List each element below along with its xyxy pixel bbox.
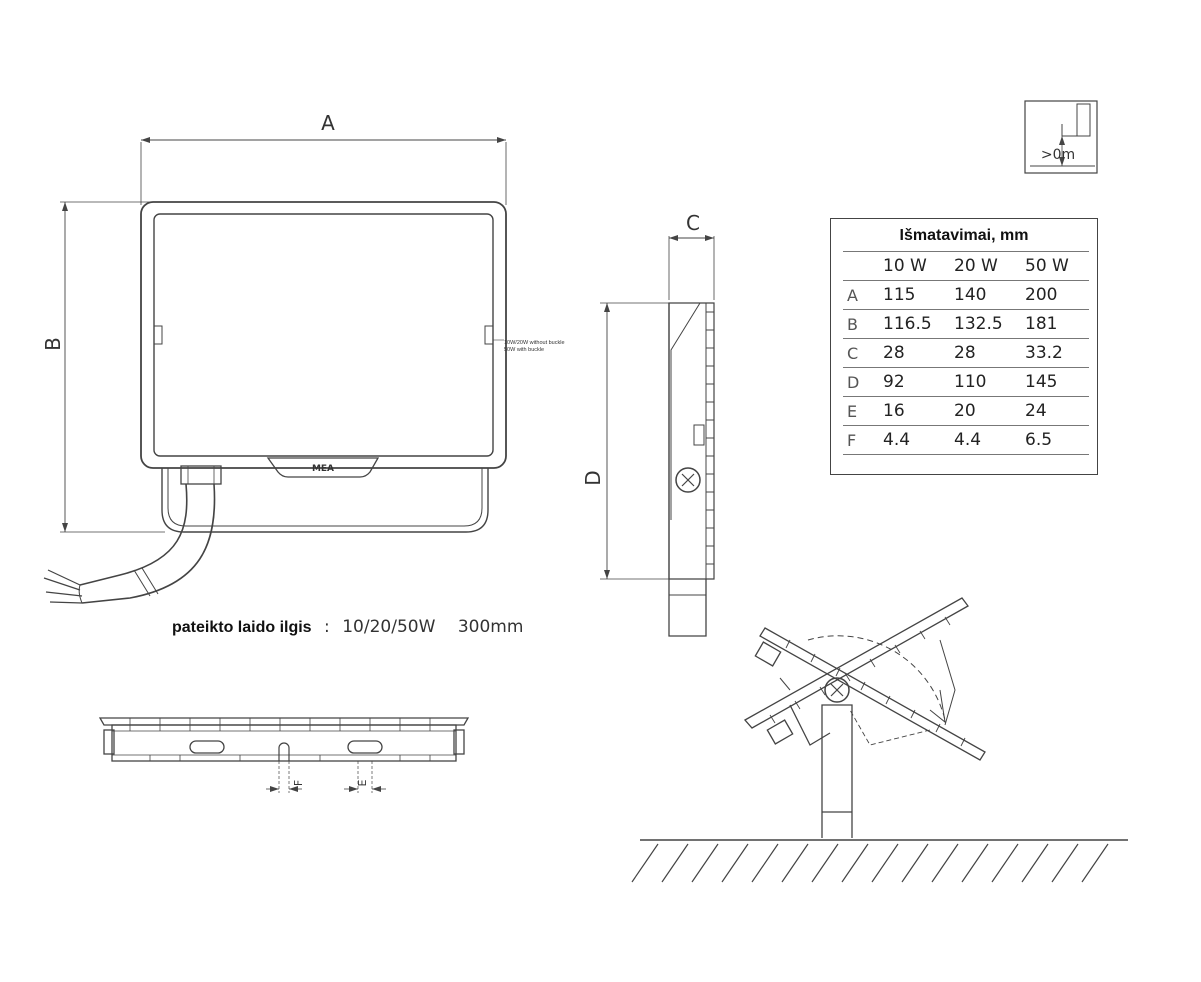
- table-cell: 24: [1025, 396, 1089, 426]
- table-row: D 92 110 145: [843, 367, 1089, 397]
- side-view: [600, 235, 715, 637]
- front-view: [43, 137, 507, 604]
- cable-length-value: 300mm: [457, 617, 524, 637]
- cable-length-watts: 10/20/50W: [342, 617, 436, 637]
- dimension-label-d: D: [581, 470, 605, 485]
- table-cell: 181: [1025, 309, 1089, 339]
- cable-length-note: pateikto laido ilgis : 10/20/50W 300mm: [172, 617, 523, 637]
- table-cell: 28: [954, 338, 1025, 368]
- table-cell: 92: [883, 367, 954, 397]
- mounting-height-icon: [1024, 100, 1098, 174]
- table-row: B 116.5 132.5 181: [843, 309, 1089, 339]
- table-header-blank: [843, 251, 883, 281]
- table-row-label: F: [843, 425, 883, 455]
- table-cell: 33.2: [1025, 338, 1089, 368]
- table-row-label: C: [843, 338, 883, 368]
- table-cell: 115: [883, 280, 954, 310]
- dimension-label-b: B: [41, 337, 65, 351]
- dimension-label-e: E: [356, 779, 369, 786]
- table-cell: 28: [883, 338, 954, 368]
- table-row: A 115 140 200: [843, 280, 1089, 310]
- table-cell: 4.4: [883, 425, 954, 455]
- table-row: F 4.4 4.4 6.5: [843, 425, 1089, 455]
- dimensions-table: Išmatavimai, mm 10 W 20 W 50 W A 115 140…: [830, 218, 1098, 475]
- cable-length-label: pateikto laido ilgis: [172, 619, 312, 636]
- table-cell: 200: [1025, 280, 1089, 310]
- table-header-cell: 10 W: [883, 251, 954, 281]
- table-cell: 132.5: [954, 309, 1025, 339]
- table-row-label: E: [843, 396, 883, 426]
- table-cell: 6.5: [1025, 425, 1089, 455]
- table-cell: 4.4: [954, 425, 1025, 455]
- table-header-cell: 50 W: [1025, 251, 1089, 281]
- table-cell: 116.5: [883, 309, 954, 339]
- table-cell: 140: [954, 280, 1025, 310]
- table-row-label: B: [843, 309, 883, 339]
- table-cell: 110: [954, 367, 1025, 397]
- height-label: >0m: [1041, 147, 1075, 163]
- table-header-row: 10 W 20 W 50 W: [843, 251, 1089, 281]
- buckle-note-line1: 10W/20W without buckle: [504, 340, 565, 346]
- table-header-cell: 20 W: [954, 251, 1025, 281]
- dimensions-table-title: Išmatavimai, mm: [899, 227, 1029, 244]
- cable-length-separator: :: [324, 617, 330, 637]
- table-row-label: D: [843, 367, 883, 397]
- brand-logo: MEA: [312, 464, 334, 474]
- table-row: E 16 20 24: [843, 396, 1089, 426]
- table-row: C 28 28 33.2: [843, 338, 1089, 368]
- table-cell: 20: [954, 396, 1025, 426]
- table-row-label: A: [843, 280, 883, 310]
- dimensions-table-grid: 10 W 20 W 50 W A 115 140 200 B 116.5 132…: [843, 251, 1089, 455]
- dimension-label-c: C: [686, 211, 700, 235]
- tilt-mounting-view: [631, 597, 1128, 883]
- table-cell: 145: [1025, 367, 1089, 397]
- buckle-note-line2: 50W with buckle: [504, 347, 545, 353]
- dimension-label-a: A: [321, 111, 335, 135]
- table-cell: 16: [883, 396, 954, 426]
- buckle-note: 10W/20W without buckle 50W with buckle: [504, 340, 565, 354]
- bottom-view: [98, 717, 470, 793]
- dimension-label-f: F: [292, 780, 305, 786]
